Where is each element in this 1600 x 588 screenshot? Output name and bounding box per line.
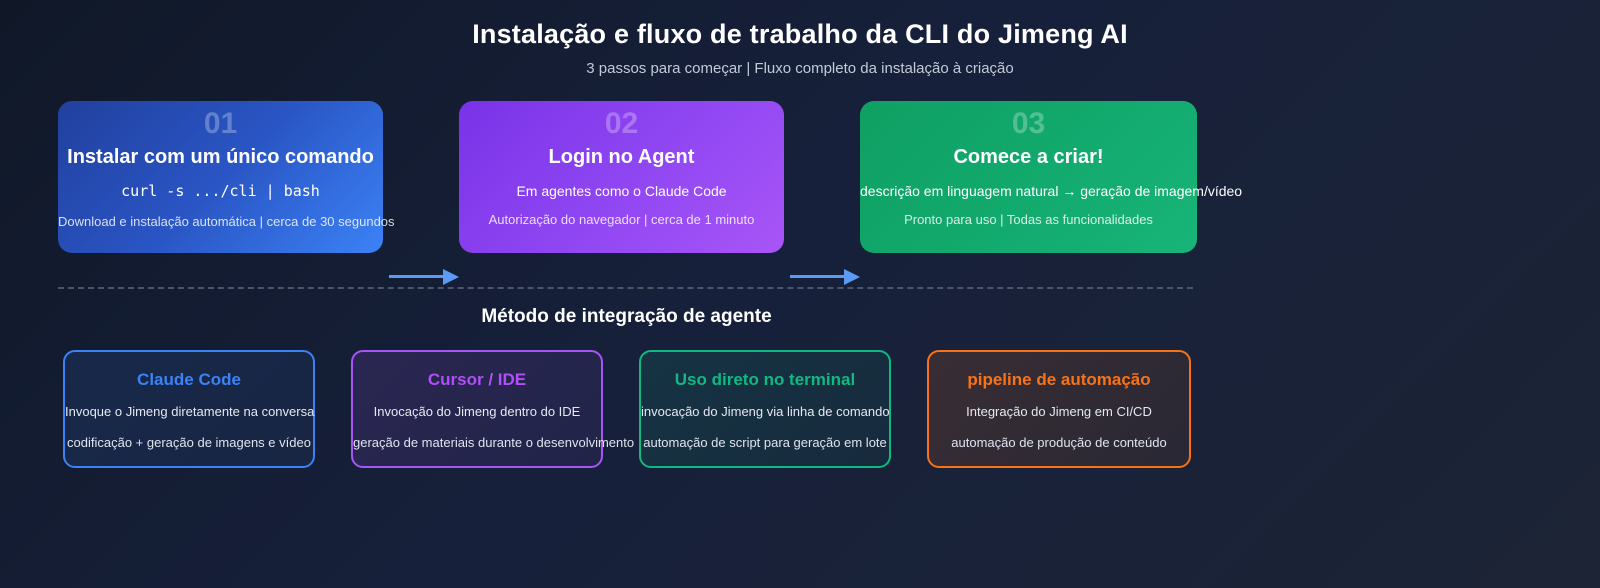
step-meta-03: Pronto para uso | Todas as funcionalidad… — [904, 212, 1153, 227]
step-description-02: Em agentes como o Claude Code — [516, 183, 727, 199]
integration-card-cursor-ide[interactable]: Cursor / IDE Invocação do Jimeng dentro … — [351, 350, 635, 468]
integration-cards-row: Claude Code Invoque o Jimeng diretamente… — [0, 350, 1600, 468]
page-header: Instalação e fluxo de trabalho da CLI do… — [0, 0, 1600, 77]
steps-row: 01 Instalar com um único comando curl -s… — [0, 101, 1600, 285]
page-subtitle: 3 passos para começar | Fluxo completo d… — [586, 59, 1014, 77]
integration-card-automation-pipeline[interactable]: pipeline de automação Integração do Jime… — [927, 350, 1191, 468]
integration-title: Cursor / IDE — [427, 370, 527, 389]
integration-card-terminal[interactable]: Uso direto no terminal invocação do Jime… — [639, 350, 891, 468]
arrow-line — [389, 275, 443, 278]
step-card-03[interactable]: 03 Comece a criar! descrição em linguage… — [860, 101, 1243, 253]
integration-line-1: invocação do Jimeng via linha de comando — [641, 404, 890, 419]
integration-title: pipeline de automação — [967, 370, 1151, 389]
integration-line-1: Invoque o Jimeng diretamente na conversa — [65, 404, 315, 419]
step-card-02[interactable]: 02 Login no Agent Em agentes como o Clau… — [459, 101, 784, 253]
integration-line-2: automação de script para geração em lote — [643, 435, 887, 450]
step-number-01: 01 — [203, 107, 238, 140]
step-title-03: Comece a criar! — [953, 146, 1104, 168]
integration-title: Claude Code — [137, 370, 241, 389]
integration-line-2: geração de materiais durante o desenvolv… — [353, 435, 635, 450]
step-title-01: Instalar com um único comando — [67, 146, 374, 168]
arrow-head-icon — [443, 269, 459, 285]
page-title: Instalação e fluxo de trabalho da CLI do… — [472, 19, 1128, 49]
integration-line-2: automação de produção de conteúdo — [951, 435, 1167, 450]
step-command-01: curl -s .../cli | bash — [121, 182, 320, 200]
step-number-03: 03 — [1011, 107, 1046, 140]
integration-card-claude-code[interactable]: Claude Code Invoque o Jimeng diretamente… — [63, 350, 315, 468]
arrow-step1-to-step2 — [389, 269, 459, 285]
arrow-head-icon — [844, 269, 860, 285]
integration-section-heading: Método de integração de agente — [481, 306, 772, 327]
integration-line-2: codificação + geração de imagens e vídeo — [67, 435, 311, 450]
step-description-03: descrição em linguagem natural → geração… — [860, 183, 1243, 199]
step-meta-02: Autorização do navegador | cerca de 1 mi… — [488, 212, 755, 227]
step-number-02: 02 — [604, 107, 639, 140]
integration-line-1: Integração do Jimeng em CI/CD — [966, 404, 1152, 419]
section-divider — [58, 287, 1193, 289]
integration-line-1: Invocação do Jimeng dentro do IDE — [373, 404, 581, 419]
step-meta-01: Download e instalação automática | cerca… — [58, 214, 395, 229]
step-title-02: Login no Agent — [548, 146, 695, 168]
integration-title: Uso direto no terminal — [674, 370, 856, 389]
arrow-step2-to-step3 — [790, 269, 860, 285]
arrow-line — [790, 275, 844, 278]
step-card-01[interactable]: 01 Instalar com um único comando curl -s… — [58, 101, 395, 253]
